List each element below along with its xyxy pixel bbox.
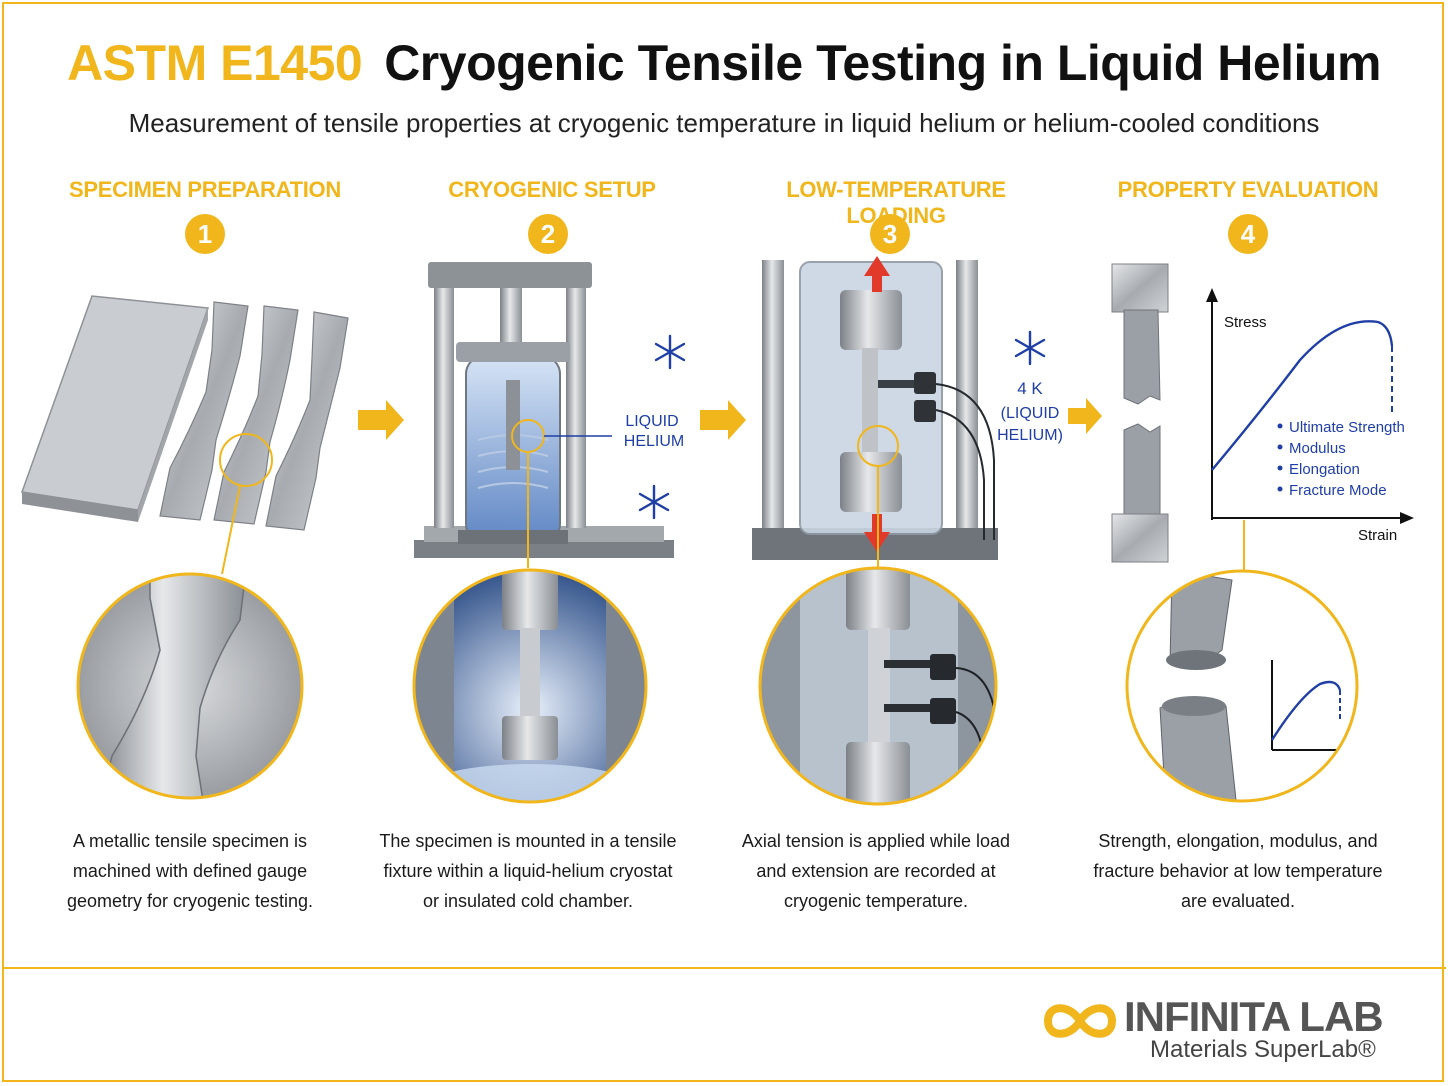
snowflake-icon [1014, 330, 1046, 366]
step-4-heading: PROPERTY EVALUATION [1117, 177, 1379, 202]
x-axis-label: Strain [1358, 527, 1397, 544]
step-2-number: 2 [528, 214, 568, 254]
step-3-caption: Axial tension is applied while load and … [741, 831, 1011, 911]
process-illustration: LIQUID HELIUM [20, 256, 1414, 806]
logo-name: INFINITA LAB [1124, 993, 1384, 1040]
zoom-cryostat-fixture [412, 568, 648, 804]
page-title: ASTM E1450 Cryogenic Tensile Testing in L… [0, 34, 1448, 92]
dogbone-specimen-2 [213, 305, 299, 525]
stress-strain-graph [1206, 288, 1414, 524]
company-logo: INFINITA LAB Materials SuperLab® [1040, 990, 1420, 1070]
property-item: Modulus [1289, 440, 1346, 457]
specimen-plate [20, 295, 210, 522]
tension-arrow-up [864, 256, 890, 292]
zoom-fracture-surface [1125, 569, 1359, 803]
logo-tagline: Materials SuperLab® [1150, 1036, 1376, 1063]
property-item: Elongation [1289, 461, 1360, 478]
zoom-extensometer [758, 566, 998, 806]
step-3-number: 3 [870, 214, 910, 254]
step-4-caption: Strength, elongation, modulus, and fract… [1093, 831, 1383, 911]
page-subtitle: Measurement of tensile properties at cry… [128, 108, 1320, 138]
step-1-number: 1 [185, 214, 225, 254]
dogbone-specimen-3 [265, 311, 349, 531]
arrow-right-icon [358, 400, 404, 440]
zoom-gauge-section [76, 572, 304, 800]
arrow-right-icon [700, 400, 746, 440]
dogbone-specimen-1 [159, 301, 249, 521]
step-4-number: 4 [1228, 214, 1268, 254]
footer-divider [2, 967, 1446, 969]
snowflake-icon [654, 334, 686, 370]
step-2-heading: CRYOGENIC SETUP [448, 177, 656, 202]
y-axis-label: Stress [1224, 314, 1267, 331]
step-1-heading: SPECIMEN PREPARATION [69, 177, 341, 202]
property-item: Ultimate Strength [1289, 419, 1405, 436]
liquid-helium-label-1: LIQUID [625, 413, 678, 430]
title-main: Cryogenic Tensile Testing in Liquid Heli… [384, 35, 1381, 91]
temperature-label-2: (LIQUID [1001, 405, 1060, 422]
temperature-label-3: HELIUM) [997, 427, 1063, 444]
arrow-right-icon [1068, 398, 1102, 434]
temperature-label-1: 4 K [1017, 379, 1043, 398]
gauge-highlight-1 [219, 433, 273, 487]
step-2-caption: The specimen is mounted in a tensile fix… [379, 831, 677, 911]
cryostat-frame [414, 262, 674, 558]
load-frame [752, 260, 998, 560]
callout-line-1 [221, 485, 241, 575]
property-item: Fracture Mode [1289, 482, 1387, 499]
step-1-caption: A metallic tensile specimen is machined … [66, 831, 314, 911]
liquid-helium-label-2: HELIUM [624, 433, 684, 450]
snowflake-icon [638, 484, 670, 520]
fractured-specimen [1111, 263, 1169, 563]
property-list: Ultimate Strength Modulus Elongation Fra… [1277, 419, 1405, 499]
title-standard: ASTM E1450 [67, 35, 363, 91]
infinity-icon [1043, 1004, 1117, 1038]
